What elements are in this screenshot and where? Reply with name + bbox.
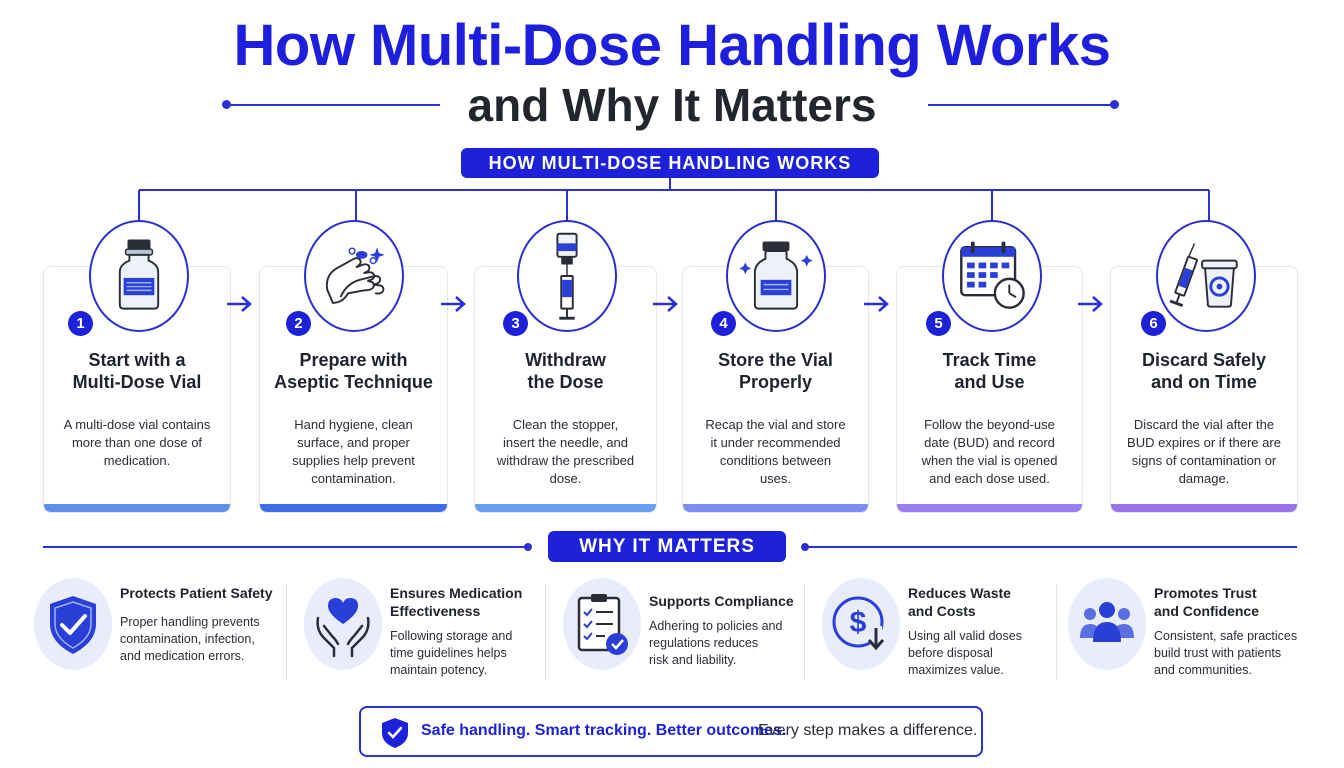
arrow-right-icon <box>1078 296 1103 312</box>
arrow-right-icon <box>653 296 678 312</box>
subtitle-line-left <box>226 104 440 106</box>
svg-text:$: $ <box>850 606 867 639</box>
arrow-right-icon <box>864 296 889 312</box>
step-title: Store the Vial Properly <box>718 350 833 392</box>
step-card-bar <box>260 504 447 512</box>
step-number: 2 <box>286 311 311 336</box>
step-title: Prepare with Aseptic Technique <box>274 350 433 392</box>
step-number: 3 <box>503 311 528 336</box>
vial-icon <box>89 220 189 332</box>
stored-vial-icon <box>726 220 826 332</box>
step-number: 6 <box>1141 311 1166 336</box>
shield-check-icon <box>34 578 112 670</box>
step-description: Follow the beyond-use date (BUD) and rec… <box>921 417 1058 486</box>
heart-hands-icon <box>304 578 382 670</box>
shield-check-icon <box>382 718 408 748</box>
section-how-label: HOW MULTI-DOSE HANDLING WORKS <box>461 148 879 178</box>
vial-syringe-icon <box>517 220 617 332</box>
benefit-title: Protects Patient Safety <box>120 585 273 601</box>
benefit-item-trust: Promotes Trust and Confidence Consistent… <box>1068 576 1308 684</box>
benefit-description: Proper handling prevents contamination, … <box>120 615 260 663</box>
biohazard-bin-icon <box>1156 220 1256 332</box>
benefit-description: Following storage and time guidelines he… <box>390 629 513 677</box>
benefit-description: Adhering to policies and regulations red… <box>649 619 783 667</box>
people-icon <box>1068 578 1146 670</box>
page-subtitle: and Why It Matters <box>467 79 877 131</box>
step-title: Discard Safely and on Time <box>1141 350 1267 392</box>
arrow-right-icon <box>441 296 466 312</box>
section-rule-left <box>43 546 527 548</box>
benefit-item-waste: $ Reduces Waste and Costs Using all vali… <box>822 576 1052 684</box>
step-title: Withdraw the Dose <box>525 350 606 392</box>
step-number: 1 <box>68 311 93 336</box>
benefit-title: Promotes Trust and Confidence <box>1154 585 1260 619</box>
step-number: 4 <box>711 311 736 336</box>
step-card-bar <box>683 504 868 512</box>
step-description: Discard the vial after the BUD expires o… <box>1127 417 1281 486</box>
benefit-divider <box>804 584 805 680</box>
benefit-title: Ensures Medication Effectiveness <box>390 585 523 619</box>
benefit-item-compliance: Supports Compliance Adhering to policies… <box>563 576 799 684</box>
step-card-bar <box>475 504 656 512</box>
benefit-divider <box>545 584 546 680</box>
hands-washing-icon <box>304 220 404 332</box>
step-description: Hand hygiene, clean surface, and proper … <box>292 417 415 486</box>
section-why-label: WHY IT MATTERS <box>548 531 786 562</box>
benefit-title: Supports Compliance <box>649 593 794 609</box>
step-title: Start with a Multi-Dose Vial <box>72 350 202 392</box>
step-card-bar <box>897 504 1082 512</box>
section-rule-right <box>806 546 1297 548</box>
benefit-item-safety: Protects Patient Safety Proper handling … <box>34 576 280 684</box>
checklist-icon <box>563 578 641 670</box>
step-description: Recap the vial and store it under recomm… <box>705 417 846 486</box>
benefit-item-effectiveness: Ensures Medication Effectiveness Followi… <box>304 576 540 684</box>
section-rule-dot-right <box>801 543 809 551</box>
page-title: How Multi-Dose Handling Works <box>233 13 1112 78</box>
arrow-right-icon <box>227 296 252 312</box>
benefit-title: Reduces Waste and Costs <box>908 585 1011 619</box>
subtitle-line-dot-right <box>1110 100 1119 109</box>
section-rule-dot-left <box>524 543 532 551</box>
dollar-down-icon: $ <box>822 578 900 670</box>
calendar-clock-icon <box>942 220 1042 332</box>
step-card-2: Prepare with Aseptic Technique Hand hygi… <box>259 266 448 513</box>
benefit-divider <box>1056 584 1057 680</box>
step-card-bar <box>1111 504 1297 512</box>
footer-banner: Safe handling. Smart tracking. Better ou… <box>359 706 983 757</box>
footer-message: Every step makes a difference. <box>758 722 978 739</box>
step-card-4: Store the Vial Properly Recap the vial a… <box>682 266 869 513</box>
footer-tagline: Safe handling. Smart tracking. Better ou… <box>421 722 787 739</box>
step-description: Clean the stopper, insert the needle, an… <box>496 417 635 486</box>
benefit-divider <box>286 584 287 680</box>
benefit-description: Using all valid doses before disposal ma… <box>908 629 1022 677</box>
subtitle-line-right <box>928 104 1114 106</box>
subtitle-row: and Why It Matters <box>0 78 1344 134</box>
benefit-description: Consistent, safe practices build trust w… <box>1154 629 1298 677</box>
step-number: 5 <box>926 311 951 336</box>
step-description: A multi-dose vial contains more than one… <box>63 417 211 468</box>
step-card-bar <box>44 504 230 512</box>
step-title: Track Time and Use <box>942 350 1037 392</box>
